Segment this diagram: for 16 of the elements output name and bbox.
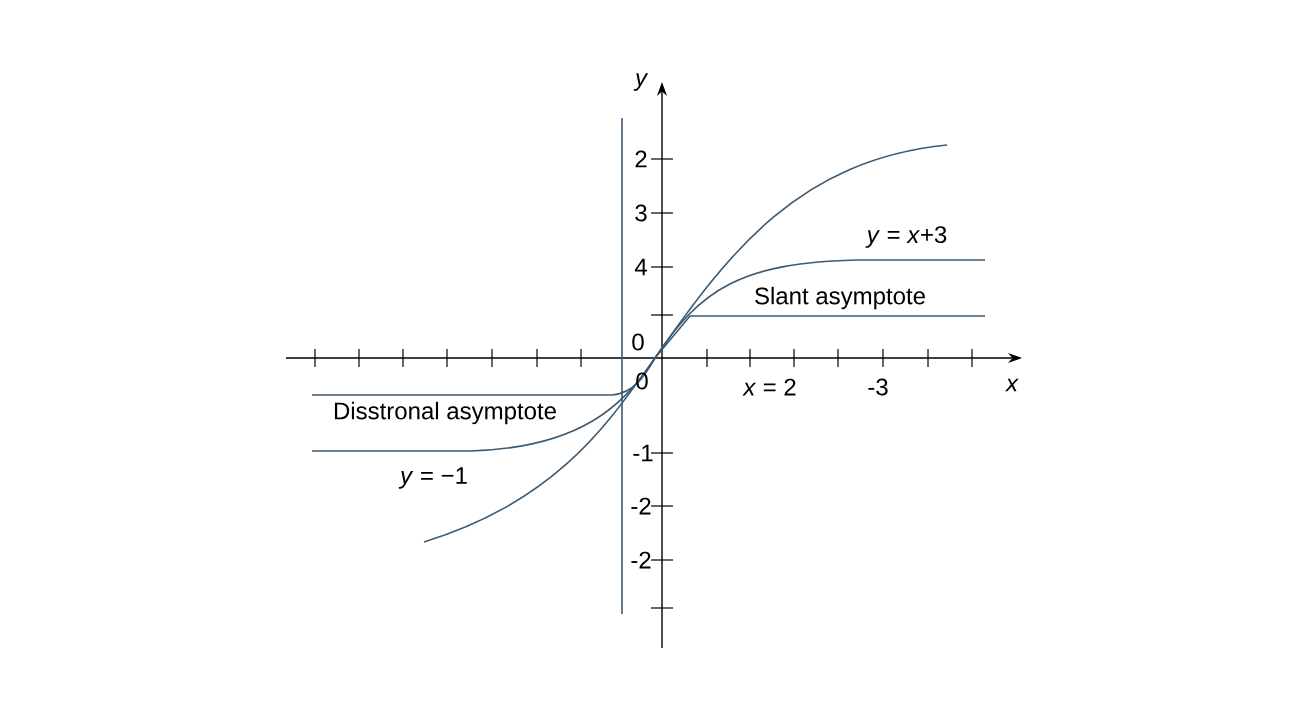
equation-label: x = 2 [742, 378, 796, 396]
tick-label: 4 [634, 258, 647, 276]
tick-label: -3 [868, 378, 888, 396]
tick-label: 3 [635, 204, 647, 222]
tick-label: 0 [632, 333, 644, 351]
equation-label: y = x+3 [865, 226, 947, 248]
tick-label: 2 [635, 150, 647, 168]
tick-label: -2 [631, 551, 651, 569]
axis-label: y [633, 73, 649, 91]
annotation-text: Slant asymptote [755, 286, 925, 310]
tick-label: 0 [636, 372, 648, 390]
tick-label: -1 [633, 444, 653, 462]
axis-label: x [1005, 378, 1019, 392]
equation-label: y = −1 [398, 467, 467, 489]
annotation-text: Disstronal asymptote [334, 401, 556, 425]
tick-label: -2 [631, 497, 651, 515]
